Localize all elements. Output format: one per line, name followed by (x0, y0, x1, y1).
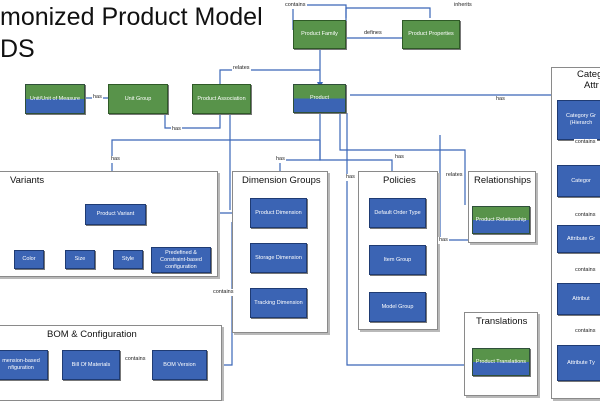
node-label: Style (121, 256, 135, 262)
node-label: Product Association (197, 95, 246, 102)
group-title-variants: Variants (10, 175, 45, 186)
node-storage-dimension[interactable]: Storage Dimension (250, 243, 307, 273)
label-inherits: inherits (453, 2, 473, 9)
node-label: Size (74, 256, 86, 262)
node-product-dimension[interactable]: Product Dimension (250, 198, 307, 228)
label-contains: contains (212, 289, 235, 296)
node-default-order-type[interactable]: Default Order Type (369, 198, 426, 228)
label-contains: contains (574, 328, 597, 335)
node-category-group[interactable]: Category Gr (Hierarch (557, 100, 600, 140)
node-tracking-dimension[interactable]: Tracking Dimension (250, 288, 307, 318)
node-bill-of-materials[interactable]: Bill Of Materials (62, 350, 120, 380)
node-label: Default Order Type (374, 209, 421, 216)
label-contains: contains (284, 2, 307, 9)
node-label: mension-based nfiguration (2, 358, 40, 371)
node-label: Unit Group (124, 95, 152, 102)
group-title-category-line2: Attr (584, 80, 599, 91)
node-dimension-based-config[interactable]: mension-based nfiguration (0, 350, 48, 380)
node-product-properties[interactable]: Product Properties (402, 20, 460, 49)
node-label: Product Translations (475, 358, 527, 365)
label-has: has (171, 126, 182, 133)
node-product-association[interactable]: Product Association (192, 84, 251, 114)
group-title-dimension-groups: Dimension Groups (242, 175, 321, 186)
node-label: Tracking Dimension (254, 299, 303, 306)
node-label: Product Family (301, 31, 338, 37)
label-has: has (495, 96, 506, 103)
node-label: Category Gr (Hierarch (566, 113, 596, 126)
label-contains: contains (574, 267, 597, 274)
node-label: Attribut (572, 295, 590, 302)
node-product[interactable]: Product (293, 84, 346, 113)
node-model-group[interactable]: Model Group (369, 292, 426, 322)
group-title-relationships: Relationships (474, 175, 532, 186)
node-product-family[interactable]: Product Family (293, 20, 346, 49)
label-has: has (92, 94, 103, 101)
node-label: Product (310, 95, 329, 101)
node-label: Categor (571, 177, 591, 184)
label-defines: defines (363, 30, 383, 37)
node-attribute-type[interactable]: Attribute Ty (557, 345, 600, 381)
node-product-relationship[interactable]: Product Relationship (472, 206, 530, 234)
node-label: Unit/Unit of Measure (29, 95, 81, 102)
node-product-translations[interactable]: Product Translations (472, 348, 530, 376)
label-has: has (275, 156, 286, 163)
node-unit-group[interactable]: Unit Group (108, 84, 168, 114)
node-predefined-config[interactable]: Predefined & Constraint-based configurat… (151, 247, 211, 273)
node-item-group[interactable]: Item Group (369, 245, 426, 275)
label-relates: relates (445, 172, 464, 179)
label-contains: contains (124, 356, 147, 363)
node-style[interactable]: Style (113, 250, 143, 269)
label-relates: relates (232, 65, 251, 72)
label-has: has (438, 237, 449, 244)
node-label: Bill Of Materials (71, 361, 111, 368)
node-label: Model Group (381, 303, 414, 310)
node-label: Attribute Gr (566, 235, 596, 242)
group-title-policies: Policies (383, 175, 416, 186)
node-attribute-group[interactable]: Attribute Gr (557, 225, 600, 253)
node-label: BOM Version (163, 361, 196, 368)
label-contains: contains (574, 212, 597, 219)
node-label: Item Group (383, 256, 412, 263)
label-contains: contains (574, 139, 597, 146)
label-has: has (345, 174, 356, 181)
node-product-variant[interactable]: Product Variant (85, 204, 146, 225)
page-title-line2: DS (0, 35, 35, 63)
node-uom[interactable]: Unit/Unit of Measure (25, 84, 85, 114)
node-attribute[interactable]: Attribut (557, 283, 600, 315)
page-title: monized Product Model (0, 3, 263, 31)
node-bom-version[interactable]: BOM Version (152, 350, 207, 380)
label-has: has (110, 156, 121, 163)
node-label: Color (22, 256, 36, 262)
group-title-category: Categ (577, 69, 600, 80)
node-label: Predefined & Constraint-based configurat… (160, 249, 202, 270)
node-label: Product Dimension (255, 209, 302, 216)
node-label: Storage Dimension (255, 254, 302, 261)
group-title-bom: BOM & Configuration (47, 329, 137, 340)
label-has: has (394, 154, 405, 161)
group-title-translations: Translations (476, 316, 528, 327)
node-label: Product Relationship (475, 216, 527, 223)
node-color[interactable]: Color (14, 250, 44, 269)
node-label: Product Properties (408, 31, 454, 37)
node-label: Product Variant (96, 211, 135, 217)
node-size[interactable]: Size (65, 250, 95, 269)
node-label: Attribute Ty (567, 359, 595, 366)
node-category[interactable]: Categor (557, 165, 600, 197)
